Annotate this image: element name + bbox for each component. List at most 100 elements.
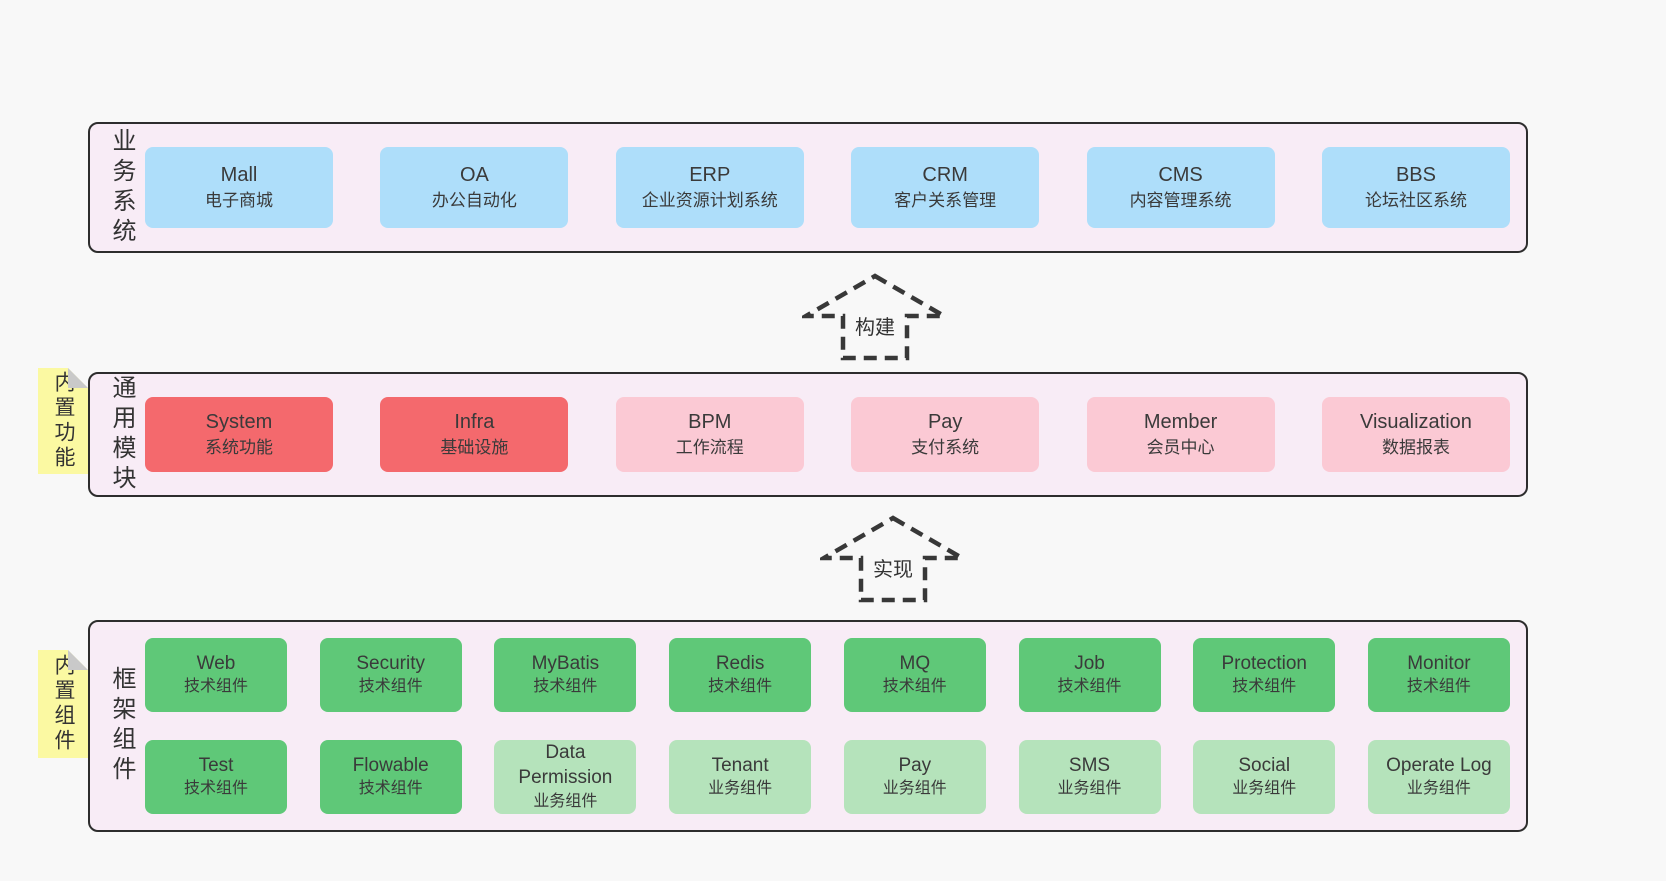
layer-label-components: 框架组件 [108, 666, 135, 786]
box-title: MyBatis [531, 652, 600, 674]
box-subtitle: 客户关系管理 [894, 191, 997, 211]
box-title: SMS [1068, 754, 1111, 776]
box-subtitle: 电子商城 [205, 191, 273, 211]
box-subtitle: 基础设施 [440, 438, 509, 458]
box-oa: OA 办公自动化 [380, 147, 569, 228]
box-operate-log: Operate Log 业务组件 [1367, 740, 1510, 814]
box-mybatis: MyBatis 技术组件 [494, 638, 637, 712]
box-title: Job [1074, 652, 1105, 674]
box-title: Pay [927, 411, 963, 434]
box-title: Monitor [1407, 652, 1471, 674]
components-row-1: Web 技术组件 Security 技术组件 MyBatis 技术组件 Redi… [145, 638, 1510, 712]
box-erp: ERP 企业资源计划系统 [615, 147, 804, 228]
box-security: Security 技术组件 [319, 638, 462, 712]
box-subtitle: 内容管理系统 [1129, 191, 1232, 211]
box-cms: CMS 内容管理系统 [1086, 147, 1275, 228]
box-system: System 系统功能 [145, 397, 333, 472]
box-title: BBS [1395, 164, 1436, 187]
sticky-label: 内置组件 [52, 654, 75, 754]
box-title: CMS [1158, 164, 1203, 187]
box-crm: CRM 客户关系管理 [851, 147, 1040, 228]
box-subtitle: 办公自动化 [431, 191, 517, 211]
box-title: Social [1238, 754, 1291, 776]
box-test: Test 技术组件 [145, 740, 287, 814]
box-title: Operate Log [1386, 754, 1492, 776]
components-row-2: Test 技术组件 Flowable 技术组件 Data Permission … [145, 740, 1510, 814]
box-subtitle: 业务组件 [708, 780, 773, 798]
box-subtitle: 技术组件 [1232, 678, 1297, 696]
box-flowable: Flowable 技术组件 [319, 740, 462, 814]
box-title: Protection [1221, 652, 1307, 674]
box-title: Member [1143, 411, 1218, 434]
layer-components-rows: Web 技术组件 Security 技术组件 MyBatis 技术组件 Redi… [145, 638, 1510, 814]
box-job: Job 技术组件 [1018, 638, 1161, 712]
box-member: Member 会员中心 [1086, 397, 1275, 472]
box-subtitle: 技术组件 [183, 780, 248, 798]
box-subtitle: 技术组件 [708, 678, 773, 696]
layer-business-systems: 业务系统 Mall 电子商城 OA 办公自动化 ERP 企业资源计划系统 CRM… [88, 122, 1528, 253]
box-title: Pay [898, 754, 932, 776]
box-title: Web [196, 652, 236, 674]
box-visualization: Visualization 数据报表 [1321, 397, 1510, 472]
box-pay-module: Pay 支付系统 [851, 397, 1040, 472]
box-pay-component: Pay 业务组件 [843, 740, 986, 814]
box-bpm: BPM 工作流程 [615, 397, 804, 472]
implement-arrow-label: 实现 [873, 558, 913, 581]
layer-modules-rows: System 系统功能 Infra 基础设施 BPM 工作流程 Pay 支付系统… [145, 397, 1510, 472]
business-row: Mall 电子商城 OA 办公自动化 ERP 企业资源计划系统 CRM 客户关系… [145, 147, 1510, 228]
sticky-note-built-in-components: 内置组件 [38, 650, 88, 758]
box-subtitle: 工作流程 [675, 438, 744, 458]
box-title: Visualization [1359, 411, 1472, 434]
box-web: Web 技术组件 [145, 638, 287, 712]
box-subtitle: 技术组件 [882, 678, 947, 696]
box-protection: Protection 技术组件 [1193, 638, 1336, 712]
box-title: Test [198, 754, 234, 776]
up-arrow-icon: 构建 [797, 273, 953, 361]
box-title: System [205, 411, 273, 434]
layer-common-modules: 通用模块 System 系统功能 Infra 基础设施 BPM 工作流程 Pay… [88, 372, 1528, 497]
box-subtitle: 技术组件 [358, 678, 423, 696]
box-title: BPM [688, 411, 732, 434]
box-redis: Redis 技术组件 [669, 638, 812, 712]
box-title: CRM [922, 164, 968, 187]
sticky-note-built-in-functions: 内置功能 [38, 368, 88, 474]
box-title: Redis [715, 652, 765, 674]
box-title: Tenant [711, 754, 769, 776]
box-subtitle: 技术组件 [358, 780, 423, 798]
layer-framework-components: 框架组件 Web 技术组件 Security 技术组件 MyBatis 技术组件… [88, 620, 1528, 832]
box-subtitle: 支付系统 [911, 438, 980, 458]
box-subtitle: 技术组件 [183, 678, 248, 696]
box-sms: SMS 业务组件 [1018, 740, 1161, 814]
box-subtitle: 会员中心 [1146, 438, 1215, 458]
box-subtitle: 系统功能 [205, 438, 273, 458]
box-title: MQ [899, 652, 931, 674]
box-subtitle: 技术组件 [1406, 678, 1471, 696]
build-arrow-label: 构建 [855, 316, 895, 339]
box-subtitle: 企业资源计划系统 [641, 191, 778, 211]
box-monitor: Monitor 技术组件 [1367, 638, 1510, 712]
box-subtitle: 业务组件 [533, 792, 598, 810]
box-subtitle: 业务组件 [1406, 780, 1471, 798]
box-subtitle: 技术组件 [533, 678, 598, 696]
implement-arrow: 实现 [815, 514, 971, 604]
up-arrow-icon: 实现 [815, 515, 971, 603]
box-subtitle: 论坛社区系统 [1364, 191, 1467, 211]
box-subtitle: 业务组件 [1232, 780, 1297, 798]
box-data-permission: Data Permission 业务组件 [494, 740, 637, 814]
layer-label-modules: 通用模块 [108, 374, 135, 495]
box-title: Security [356, 652, 426, 674]
box-bbs: BBS 论坛社区系统 [1321, 147, 1510, 228]
box-title: Infra [454, 411, 495, 434]
modules-row: System 系统功能 Infra 基础设施 BPM 工作流程 Pay 支付系统… [145, 397, 1510, 472]
sticky-label: 内置功能 [52, 371, 75, 471]
box-infra: Infra 基础设施 [380, 397, 569, 472]
box-mq: MQ 技术组件 [843, 638, 986, 712]
box-title: OA [459, 164, 489, 187]
box-title: Data Permission [518, 742, 613, 789]
box-mall: Mall 电子商城 [145, 147, 333, 228]
box-title: Mall [220, 164, 258, 187]
box-subtitle: 业务组件 [882, 780, 947, 798]
build-arrow: 构建 [797, 272, 953, 362]
layer-business-rows: Mall 电子商城 OA 办公自动化 ERP 企业资源计划系统 CRM 客户关系… [145, 147, 1510, 228]
box-subtitle: 技术组件 [1057, 678, 1122, 696]
